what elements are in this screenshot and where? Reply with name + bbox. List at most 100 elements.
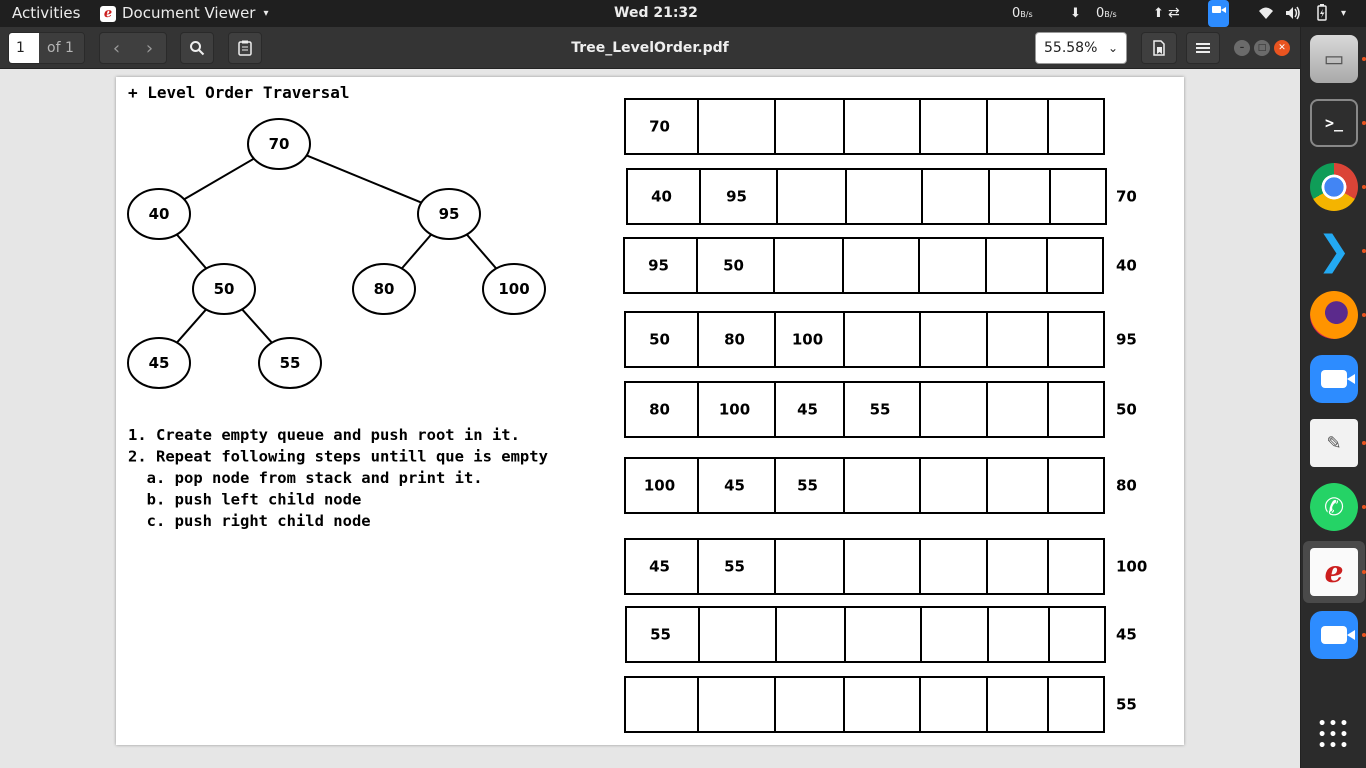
queue-cell xyxy=(988,168,1051,225)
zoom-indicator-icon[interactable] xyxy=(1208,0,1229,27)
tree-edge-95-80 xyxy=(400,232,433,271)
previous-page-button[interactable]: ‹ xyxy=(112,37,121,59)
tree-node-50: 50 xyxy=(192,263,256,315)
queue-cell xyxy=(1046,237,1104,294)
queue-cell xyxy=(986,676,1049,733)
zoom-select[interactable]: 55.58% ⌄ xyxy=(1035,32,1127,64)
queue-cell xyxy=(774,457,845,514)
whatsapp-icon[interactable]: ✆ xyxy=(1310,483,1358,531)
queue-cell-value: 50 xyxy=(723,257,744,275)
queue-cell xyxy=(775,606,846,663)
tree-edge-95-100 xyxy=(465,232,498,271)
files-icon[interactable]: ▭ xyxy=(1310,35,1358,83)
pdf-page: + Level Order Traversal 70 40 95 50 80 100 45 5… xyxy=(116,77,1184,745)
tree-node-circle xyxy=(482,263,546,315)
wifi-icon[interactable] xyxy=(1258,0,1274,27)
popped-value: 40 xyxy=(1116,257,1137,275)
system-menu-chevron-icon[interactable]: ▾ xyxy=(1341,8,1347,19)
network-swap-icon: ⇄ xyxy=(1168,5,1180,21)
queue-cell xyxy=(986,98,1049,155)
queue-cell xyxy=(919,676,988,733)
minimize-button[interactable]: – xyxy=(1234,40,1250,56)
queue-cell xyxy=(699,168,778,225)
vscode-icon[interactable]: ❯ xyxy=(1317,228,1351,274)
queue-cell xyxy=(843,676,921,733)
queue-cell-value: 55 xyxy=(650,626,671,644)
queue-cell xyxy=(626,168,701,225)
queue-cell xyxy=(697,538,776,595)
queue-cell xyxy=(773,237,844,294)
document-bookmark-icon xyxy=(1153,40,1165,56)
close-button[interactable]: ✕ xyxy=(1274,40,1290,56)
popped-value: 80 xyxy=(1116,477,1137,495)
running-indicator xyxy=(1362,633,1366,637)
maximize-button[interactable]: □ xyxy=(1254,40,1270,56)
queue-cell-value: 50 xyxy=(649,331,670,349)
menu-button[interactable] xyxy=(1186,32,1220,64)
document-viewer-icon[interactable]: ℯ xyxy=(1310,548,1358,596)
search-icon xyxy=(190,41,205,56)
clipboard-icon xyxy=(238,40,252,56)
app-menu-label: Document Viewer xyxy=(122,4,256,22)
show-apps-icon[interactable]: ••••••••• xyxy=(1317,715,1351,754)
queue-cell-value: 55 xyxy=(870,401,891,419)
terminal-icon[interactable]: >_ xyxy=(1310,99,1358,147)
chevron-down-icon: ⌄ xyxy=(1107,41,1118,55)
zoom-icon[interactable] xyxy=(1310,611,1358,659)
queue-cell xyxy=(624,381,699,438)
queue-cell-value: 45 xyxy=(649,558,670,576)
queue-cell xyxy=(986,457,1049,514)
activities-button[interactable]: Activities xyxy=(12,4,81,22)
chrome-icon[interactable] xyxy=(1310,163,1358,211)
tree-node-circle xyxy=(352,263,416,315)
next-page-button[interactable]: › xyxy=(145,37,154,59)
page-number-input[interactable] xyxy=(9,33,39,63)
tree-node-100: 100 xyxy=(482,263,546,315)
queue-cell xyxy=(845,168,923,225)
queue-cell xyxy=(986,381,1049,438)
tree-node-95: 95 xyxy=(417,188,481,240)
queue-cell xyxy=(697,98,776,155)
text-editor-icon[interactable]: ✎ xyxy=(1310,419,1358,467)
queue-cell-value: 100 xyxy=(644,477,675,495)
queue-row: 70 xyxy=(624,98,1105,155)
queue-cell xyxy=(920,606,989,663)
tree-node-circle xyxy=(127,188,191,240)
queue-cell xyxy=(843,311,921,368)
annotations-button[interactable] xyxy=(228,32,262,64)
queue-cell xyxy=(623,237,698,294)
tree-node-label: 45 xyxy=(149,354,170,372)
running-indicator xyxy=(1362,57,1366,61)
tree-node-label: 80 xyxy=(374,280,395,298)
zoom-icon[interactable] xyxy=(1310,355,1358,403)
queue-cell xyxy=(624,676,699,733)
tree-node-80: 80 xyxy=(352,263,416,315)
firefox-icon[interactable] xyxy=(1310,291,1358,339)
queue-cell xyxy=(919,457,988,514)
queue-cell xyxy=(986,311,1049,368)
queue-cell-value: 100 xyxy=(719,401,750,419)
app-menu[interactable]: ℯ Document Viewer ▾ xyxy=(100,0,269,27)
battery-icon[interactable] xyxy=(1316,0,1328,27)
queue-cell xyxy=(1047,98,1105,155)
queue-cell-value: 70 xyxy=(649,118,670,136)
download-arrow-icon: ⬇ xyxy=(1070,6,1081,21)
queue-cell-value: 80 xyxy=(649,401,670,419)
page-selector[interactable]: of 1 xyxy=(8,32,85,64)
running-indicator xyxy=(1362,505,1366,509)
algorithm-step: 1. Create empty queue and push root in i… xyxy=(128,426,520,444)
document-area[interactable]: + Level Order Traversal 70 40 95 50 80 100 45 5… xyxy=(0,69,1300,768)
page-heading: + Level Order Traversal xyxy=(128,83,350,102)
search-button[interactable] xyxy=(180,32,214,64)
queue-cell xyxy=(697,676,776,733)
volume-icon[interactable] xyxy=(1285,0,1301,27)
bookmarks-button[interactable] xyxy=(1141,32,1177,64)
queue-row: 55 xyxy=(624,676,1137,733)
queue-cell xyxy=(918,237,987,294)
queue-cell xyxy=(697,457,776,514)
queue-cell-value: 45 xyxy=(724,477,745,495)
clock[interactable]: Wed 21:32 xyxy=(614,5,698,21)
